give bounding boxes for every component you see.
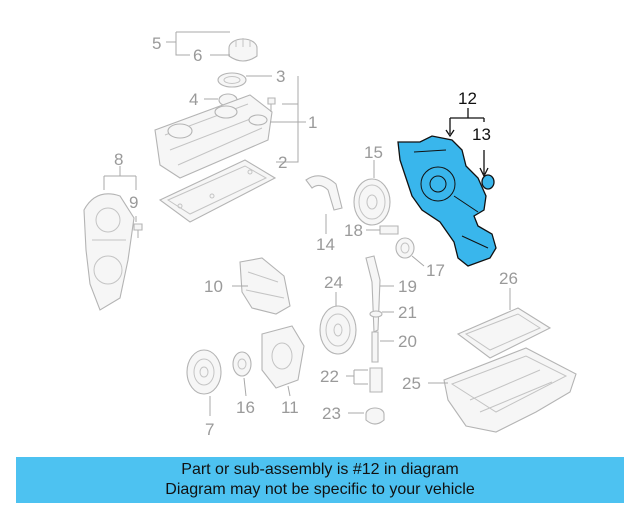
- crankshaft-sprocket-24: [319, 305, 357, 355]
- callout-18: 18: [344, 221, 363, 240]
- callout-14: 14: [316, 235, 335, 254]
- rear-cover-bolt: [133, 223, 143, 238]
- callout-24: 24: [324, 273, 343, 292]
- callout-25: 25: [402, 374, 421, 393]
- callout-7: 7: [205, 420, 214, 439]
- parts-diagram: 5 6 3 4 1 2 8 9 15 14 18 17 10 24 19 21 …: [83, 31, 577, 439]
- callout-3: 3: [276, 67, 285, 86]
- dipstick-tube: [365, 255, 381, 333]
- callout-4: 4: [189, 90, 198, 109]
- callout-15: 15: [364, 143, 383, 162]
- oil-pickup-22: [369, 367, 383, 393]
- tensioner-guide: [305, 175, 343, 211]
- callout-5: 5: [152, 34, 161, 53]
- callout-labels: 5 6 3 4 1 2 8 9 15 14 18 17 10 24 19 21 …: [114, 34, 518, 439]
- leader-lines: [103, 31, 511, 416]
- timing-belt-rear-cover: [83, 193, 135, 311]
- valve-cover: [154, 94, 273, 179]
- callout-16: 16: [236, 398, 255, 417]
- callout-11: 11: [281, 398, 299, 417]
- leader-lines-highlighted: [445, 108, 489, 178]
- valve-cover-gasket: [158, 159, 277, 223]
- oil-pan-25: [443, 347, 577, 433]
- sprocket-bolt: [379, 225, 399, 235]
- callout-12: 12: [458, 89, 477, 108]
- callout-10: 10: [204, 277, 223, 296]
- oil-filler-cap: [228, 38, 258, 62]
- oil-pan-gasket-26: [456, 307, 552, 359]
- callout-6: 6: [193, 46, 202, 65]
- callout-2: 2: [278, 153, 287, 172]
- callout-17: 17: [426, 261, 445, 280]
- callout-19: 19: [398, 277, 417, 296]
- banner-line-part: Part or sub-assembly is #12 in diagram: [181, 461, 459, 478]
- info-banner: Part or sub-assembly is #12 in diagram D…: [16, 457, 624, 503]
- callout-21: 21: [398, 303, 417, 322]
- idler-pulley: [395, 237, 415, 259]
- valve-cover-bolt: [267, 97, 276, 112]
- drain-plug-23: [365, 407, 385, 425]
- o-ring-21: [369, 310, 383, 318]
- callout-26: 26: [499, 269, 518, 288]
- cover-plug-part-13: [481, 174, 495, 190]
- timing-cover-10: [239, 257, 291, 315]
- cap-seal: [217, 72, 247, 88]
- timing-belt-cover-highlighted: [397, 135, 497, 267]
- dipstick-20: [371, 331, 379, 363]
- callout-13: 13: [472, 125, 491, 144]
- callout-22: 22: [320, 367, 339, 386]
- camshaft-sprocket: [353, 178, 391, 226]
- callout-9: 9: [129, 193, 138, 212]
- banner-line-disclaimer: Diagram may not be specific to your vehi…: [165, 481, 475, 498]
- callout-1: 1: [308, 113, 317, 132]
- crank-sprocket-16: [232, 351, 252, 377]
- callout-20: 20: [398, 332, 417, 351]
- callout-8: 8: [114, 150, 123, 169]
- seal-housing-11: [261, 325, 305, 389]
- callout-23: 23: [322, 404, 341, 423]
- crankshaft-pulley-7: [186, 349, 222, 395]
